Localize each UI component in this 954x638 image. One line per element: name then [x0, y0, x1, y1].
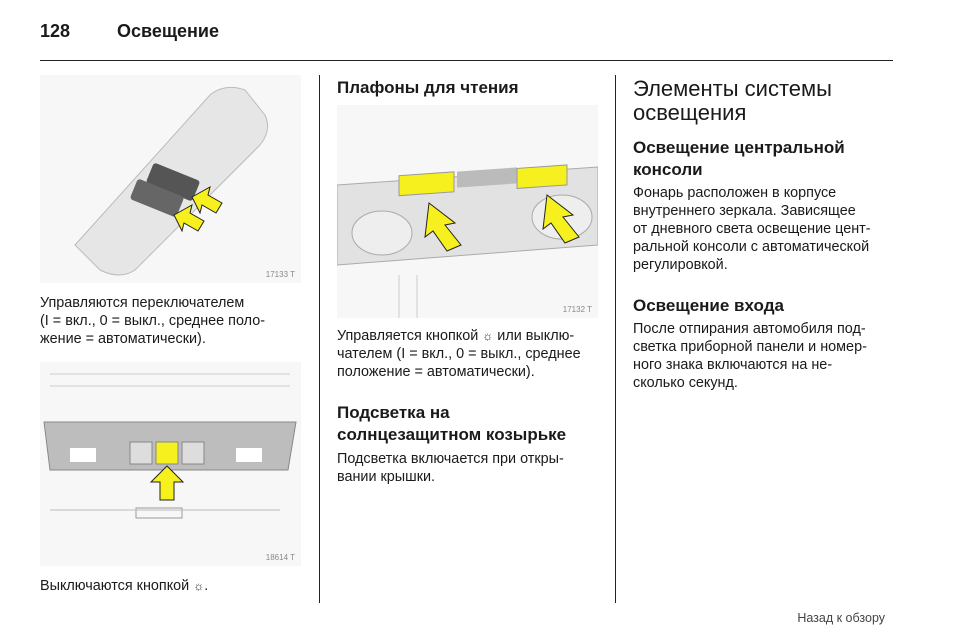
text-line: солнцезащитном козырьке [337, 425, 567, 444]
column-divider [319, 75, 320, 603]
figure-id: 17132 T [562, 305, 592, 314]
text: или выклю- [493, 328, 575, 344]
caption-off-button: Выключаются кнопкой ☼. [40, 577, 208, 595]
figure-id: 18614 T [265, 553, 295, 562]
text-line: внутреннего зеркала. Зависящее [633, 203, 856, 219]
text-reading-lights: Управляется кнопкой ☼ или выклю- чателем… [337, 327, 581, 381]
arrow-icon [191, 186, 223, 215]
text-entry-lighting: После отпирания автомобиля под- светка п… [633, 320, 867, 392]
section-title: Освещение [117, 21, 219, 41]
text-line: положение = автоматически). [337, 364, 535, 380]
figure-off-button: 18614 T [40, 362, 301, 566]
text-line: регулировкой. [633, 257, 728, 273]
text-line: ного знака включаются на не- [633, 357, 833, 373]
heading-reading-lights: Плафоны для чтения [337, 78, 519, 97]
text-line: от дневного света освещение цент- [633, 221, 871, 237]
text-visor-light: Подсветка включается при откры- вании кр… [337, 450, 564, 486]
reading-light-icon: ☼ [482, 329, 494, 343]
text-line: Подсветка на [337, 403, 450, 422]
heading-console-lighting: Освещение центральной консоли [633, 137, 845, 181]
page-number: 128 [40, 21, 71, 41]
arrow-icon [424, 202, 462, 252]
text: . [204, 578, 209, 594]
text: Управляется кнопкой [337, 328, 483, 344]
text-line: ральной консоли с автоматической [633, 239, 870, 255]
heading-entry-lighting: Освещение входа [633, 296, 784, 315]
figure-roof-switches: 17133 T [40, 75, 301, 283]
text-line: сколько секунд. [633, 375, 738, 391]
text-line: вании крышки. [337, 469, 436, 485]
text-line: Подсветка включается при откры- [337, 451, 564, 467]
text-line: Управляется кнопкой ☼ или выклю- [337, 327, 581, 345]
text-console-lighting: Фонарь расположен в корпусе внутреннего … [633, 184, 871, 274]
light-off-icon: ☼ [193, 579, 205, 593]
figure-id: 17133 T [265, 270, 295, 279]
text-line: (I = вкл., 0 = выкл., среднее поло- [40, 313, 265, 329]
roof-console-illustration [74, 86, 269, 276]
caption-switches: Управляются переключателем (I = вкл., 0 … [40, 294, 265, 348]
text-line: Освещение центральной [633, 138, 845, 157]
text-line: освещения [633, 100, 747, 125]
console-illustration [43, 373, 297, 519]
arrow-icon [173, 204, 205, 233]
text-line: светка приборной панели и номер- [633, 339, 867, 355]
text-line: Управляются переключателем [40, 295, 245, 311]
text-line: консоли [633, 160, 703, 179]
text: Выключаются кнопкой [40, 578, 194, 594]
page-heading-lighting-elements: Элементы системы освещения [633, 77, 832, 125]
text-line: жение = автоматически). [40, 331, 206, 347]
arrow-icon [542, 194, 580, 244]
heading-visor-light: Подсветка на солнцезащитном козырьке [337, 402, 566, 446]
arrow-up-icon [149, 465, 185, 501]
text-line: Элементы системы [633, 76, 832, 101]
back-to-overview-link[interactable]: Назад к обзору [797, 611, 885, 625]
column-divider [615, 75, 616, 603]
header-rule [40, 60, 893, 61]
text-line: Фонарь расположен в корпусе [633, 185, 837, 201]
text-line: чателем (I = вкл., 0 = выкл., среднее [337, 346, 581, 362]
reading-lights-illustration [336, 164, 599, 318]
text-line: После отпирания автомобиля под- [633, 321, 866, 337]
figure-reading-lights: 17132 T [336, 105, 599, 318]
